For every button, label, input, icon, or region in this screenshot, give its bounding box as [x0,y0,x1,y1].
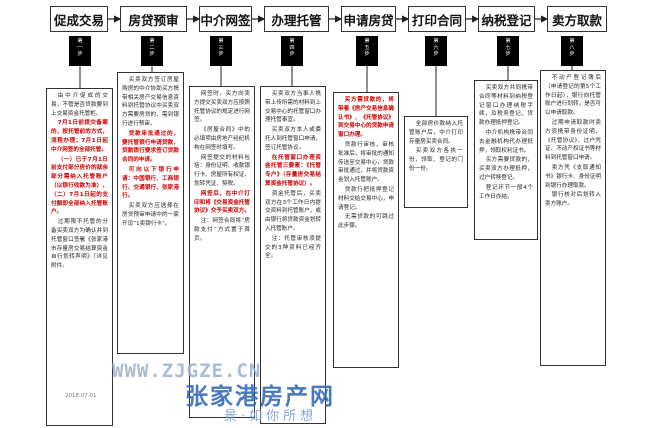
step-header-2: 房贷预审 [120,6,187,32]
box7-para-2: 中介机构携带合同去金融机构代办理抵押，领取权利证书。 [479,129,533,154]
box2-para-2: 贷款审批通过的，要托管银行申请贷款，贷款银行要求签订贷款合同的申请。 [122,130,179,164]
content-box-2: 买卖双方签订房屋购房的中介协助买方携带相关房产交易信息资料到托管协议中买卖双方需… [117,72,184,354]
box1-para-1: 由中介促成的交易，不管是否贷款要到上交易资金托管柜。 [51,93,108,117]
step-header-1: 促成交易 [50,6,108,32]
box5-para-2: 贷款行审核，审核批准后，将审批的通知传送至交易中心，贷款审批通过，并将贷款资金划… [338,141,394,184]
content-box-1: 由中介促成的交易，不管是否贷款要到上交易资金托管柜。 7月1日前提交备案的，按托… [46,88,113,426]
step-header-3: 中介网签 [199,6,252,32]
box7-para-1: 买卖双方共同携带合同等材料到纳税登记窗口办理纳税手续，及税务登记，贷款办理抵押登… [479,85,533,127]
box4-para-1: 买卖双方当事人携带上传所需的材料到上交易中心的托管窗口办理托管事宜。 [265,91,321,124]
box3-para-1: 网签时，买方向卖方提交买卖双方应按照托管协议的规定进行网签。 [194,91,250,124]
step-tag-4: 第四步 [281,36,303,66]
step-tag-6: 第六步 [425,36,447,66]
box2-para-4: 买卖双方应选择在房贷预审申请中的一家开设“1卖银行卡”。 [122,203,179,227]
box1-para-2: 7月1日前提交备案的，按托管前的方式，流程办理；7月1日起中介网签的全部托管。 [51,120,108,153]
box5-para-3: 贷款行把抵押登记材料交给交易中心，申请登记。 [338,186,394,211]
box4-para-4: 资金托管后，买卖双方在3个工作日内提交资料到托管账户，或由银行将贷款资金划转入托… [265,190,321,232]
box8-para-4: 银行核对后划转入卖方账户。 [545,192,601,208]
content-box-8: 不动产登记簿后（申请登记的第5个工作日起），银行向托管账户进行划转，是否可以申请… [540,70,606,366]
box5-para-4: 无需贷款的可跳过此步骤。 [338,214,394,230]
box3-para-3: 网签提交的材料包括：身份证明、收款银行卡、房屋所有权证、划转凭证、契税。 [194,154,250,187]
watermark-time: 2018.07.01 [65,393,97,399]
step-tag-7: 第七步 [497,36,519,66]
box3-para-4: 网签后，在中介打印和将《交易资金托管协议》交予买卖双方。 [194,190,250,215]
content-box-7: 买卖双方共同携带合同等材料到纳税登记窗口办理纳税手续，及税务登记，贷款办理抵押登… [474,80,538,240]
box8-para-2: 过期申请取款时卖方须携带身份证明、《托管协议》、过户凭证、不动产权证书等材料到托… [545,119,601,162]
box2-para-3: 可向以下银行申请：中国银行、工商银行、交通银行、张家港行。 [122,166,179,200]
box7-para-4: 登记环节一般4个工作日办结。 [479,184,533,200]
box4-para-3: 在托管窗口办理资金托管三要素：《托管专户》（存量房交易结算资金托管协议）。 [265,154,321,187]
step-tag-8: 第八步 [561,36,583,66]
step-tag-1: 第一步 [69,36,91,66]
step-header-6: 打印合同 [408,6,466,32]
watermark-slogan: 景·如你所想 [224,409,318,424]
box7-para-3: 买方需要贷款的，买卖双方办理抵押，过户转移登记。 [479,157,533,181]
box3-para-5: 注：网签合同将“房款支付”方式置于首页。 [194,218,250,242]
step-header-8: 卖方取款 [547,6,607,32]
box2-para-1: 买卖双方签订房屋购房的中介协助买方携带相关房产交易信息资料到托管协议中买卖双方需… [122,77,179,127]
watermark-brand: 张家港房产网 [185,384,335,410]
content-box-3: 网签时，买方向卖方提交买卖双方应按照托管协议的规定进行网签。 《房屋合同》中的必… [189,86,255,418]
step-tag-3: 第三步 [210,36,232,66]
box8-para-1: 不动产登记簿后（申请登记的第5个工作日起），银行向托管账户进行划转，是否可以申请… [545,75,601,117]
box1-para-3: （一）已于7月1日前支付部分房价的就余部分需纳入托管账户（以银行收款为准），（二… [51,156,108,216]
step-header-4: 办理托管 [264,6,329,32]
box8-para-3: 卖方凭《支取通知书》银行卡、身份证明到银行办理取款。 [545,164,601,189]
step-header-5: 申请房贷 [341,6,396,32]
content-box-4: 买卖双方当事人携带上传所需的材料到上交易中心的托管窗口办理托管事宜。 买卖双方本… [260,86,326,424]
step-header-7: 纳税登记 [478,6,535,32]
watermark-url: WWW.ZJGZE.CN [112,360,262,382]
box3-para-2: 《房屋合同》中的必填项由房地产经纪机构在网签时填写。 [194,127,250,151]
box4-para-2: 买卖双方本人或委托人到托管窗口申请，签订托管协议。 [265,127,321,151]
box5-para-1: 买方需贷款的，将带着《房产交易信息确认书》、《托管协议》到交易中心的贷款申请窗口… [338,97,394,139]
step-tag-5: 第五步 [356,36,378,66]
step-tag-2: 第二步 [141,36,163,66]
box1-para-4: 过期限不托管的分备买卖双方为确认并到托管窗口签署《张家港市存量房交易结算资金自行… [51,219,108,270]
box4-para-5: 注：托管审核须提交的3种资料已经齐全。 [265,235,321,260]
content-box-6: 全部房价款纳入托管账户后，中介打印存量房买卖合同。 买卖双方各执一份，领取、登记… [404,116,468,208]
box6-para-2: 买卖双方各执一份，领取、登记的门份一份。 [409,148,463,172]
box6-para-1: 全部房价款纳入托管账户后，中介打印存量房买卖合同。 [409,121,463,145]
content-box-5: 买方需贷款的，将带着《房产交易信息确认书》、《托管协议》到交易中心的贷款申请窗口… [333,92,399,368]
